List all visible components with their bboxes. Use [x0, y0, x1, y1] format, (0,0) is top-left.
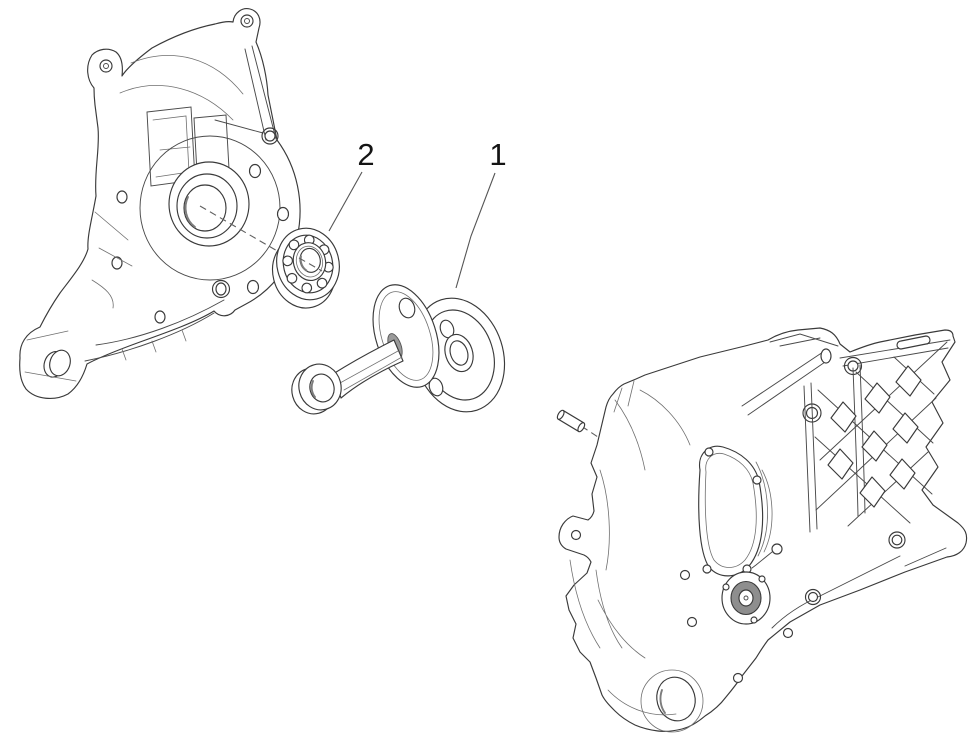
- cylinder-gasket-face: [698, 445, 764, 577]
- callout-2-label: 2: [357, 137, 374, 172]
- callout-1: 1: [455, 137, 507, 289]
- main-ball-bearing: [271, 227, 340, 309]
- callout-1-leader: [455, 172, 496, 289]
- crankcase-half-transmission-side: [556, 327, 968, 733]
- connecting-rod: [291, 339, 404, 415]
- dowel-pin-body: [556, 409, 586, 433]
- pump-boss: [721, 571, 771, 625]
- assembly-centerline: [199, 205, 280, 253]
- mount-bosses: [99, 14, 279, 299]
- cooling-rib-lattice: [803, 341, 948, 533]
- callout-2: 2: [328, 137, 375, 232]
- callout-1-label: 1: [489, 137, 506, 172]
- flange-bolt-holes: [111, 163, 290, 324]
- mount-slot: [896, 335, 931, 350]
- crankcase-left-outline: [19, 8, 301, 399]
- sump-boss: [640, 669, 704, 733]
- engine-mount-foot: [43, 349, 71, 378]
- crankshaft-assembly: [291, 284, 506, 415]
- oil-pump-stud: [751, 543, 783, 569]
- callout-2-leader: [328, 171, 363, 232]
- crankcase-half-flywheel-side: [19, 8, 301, 399]
